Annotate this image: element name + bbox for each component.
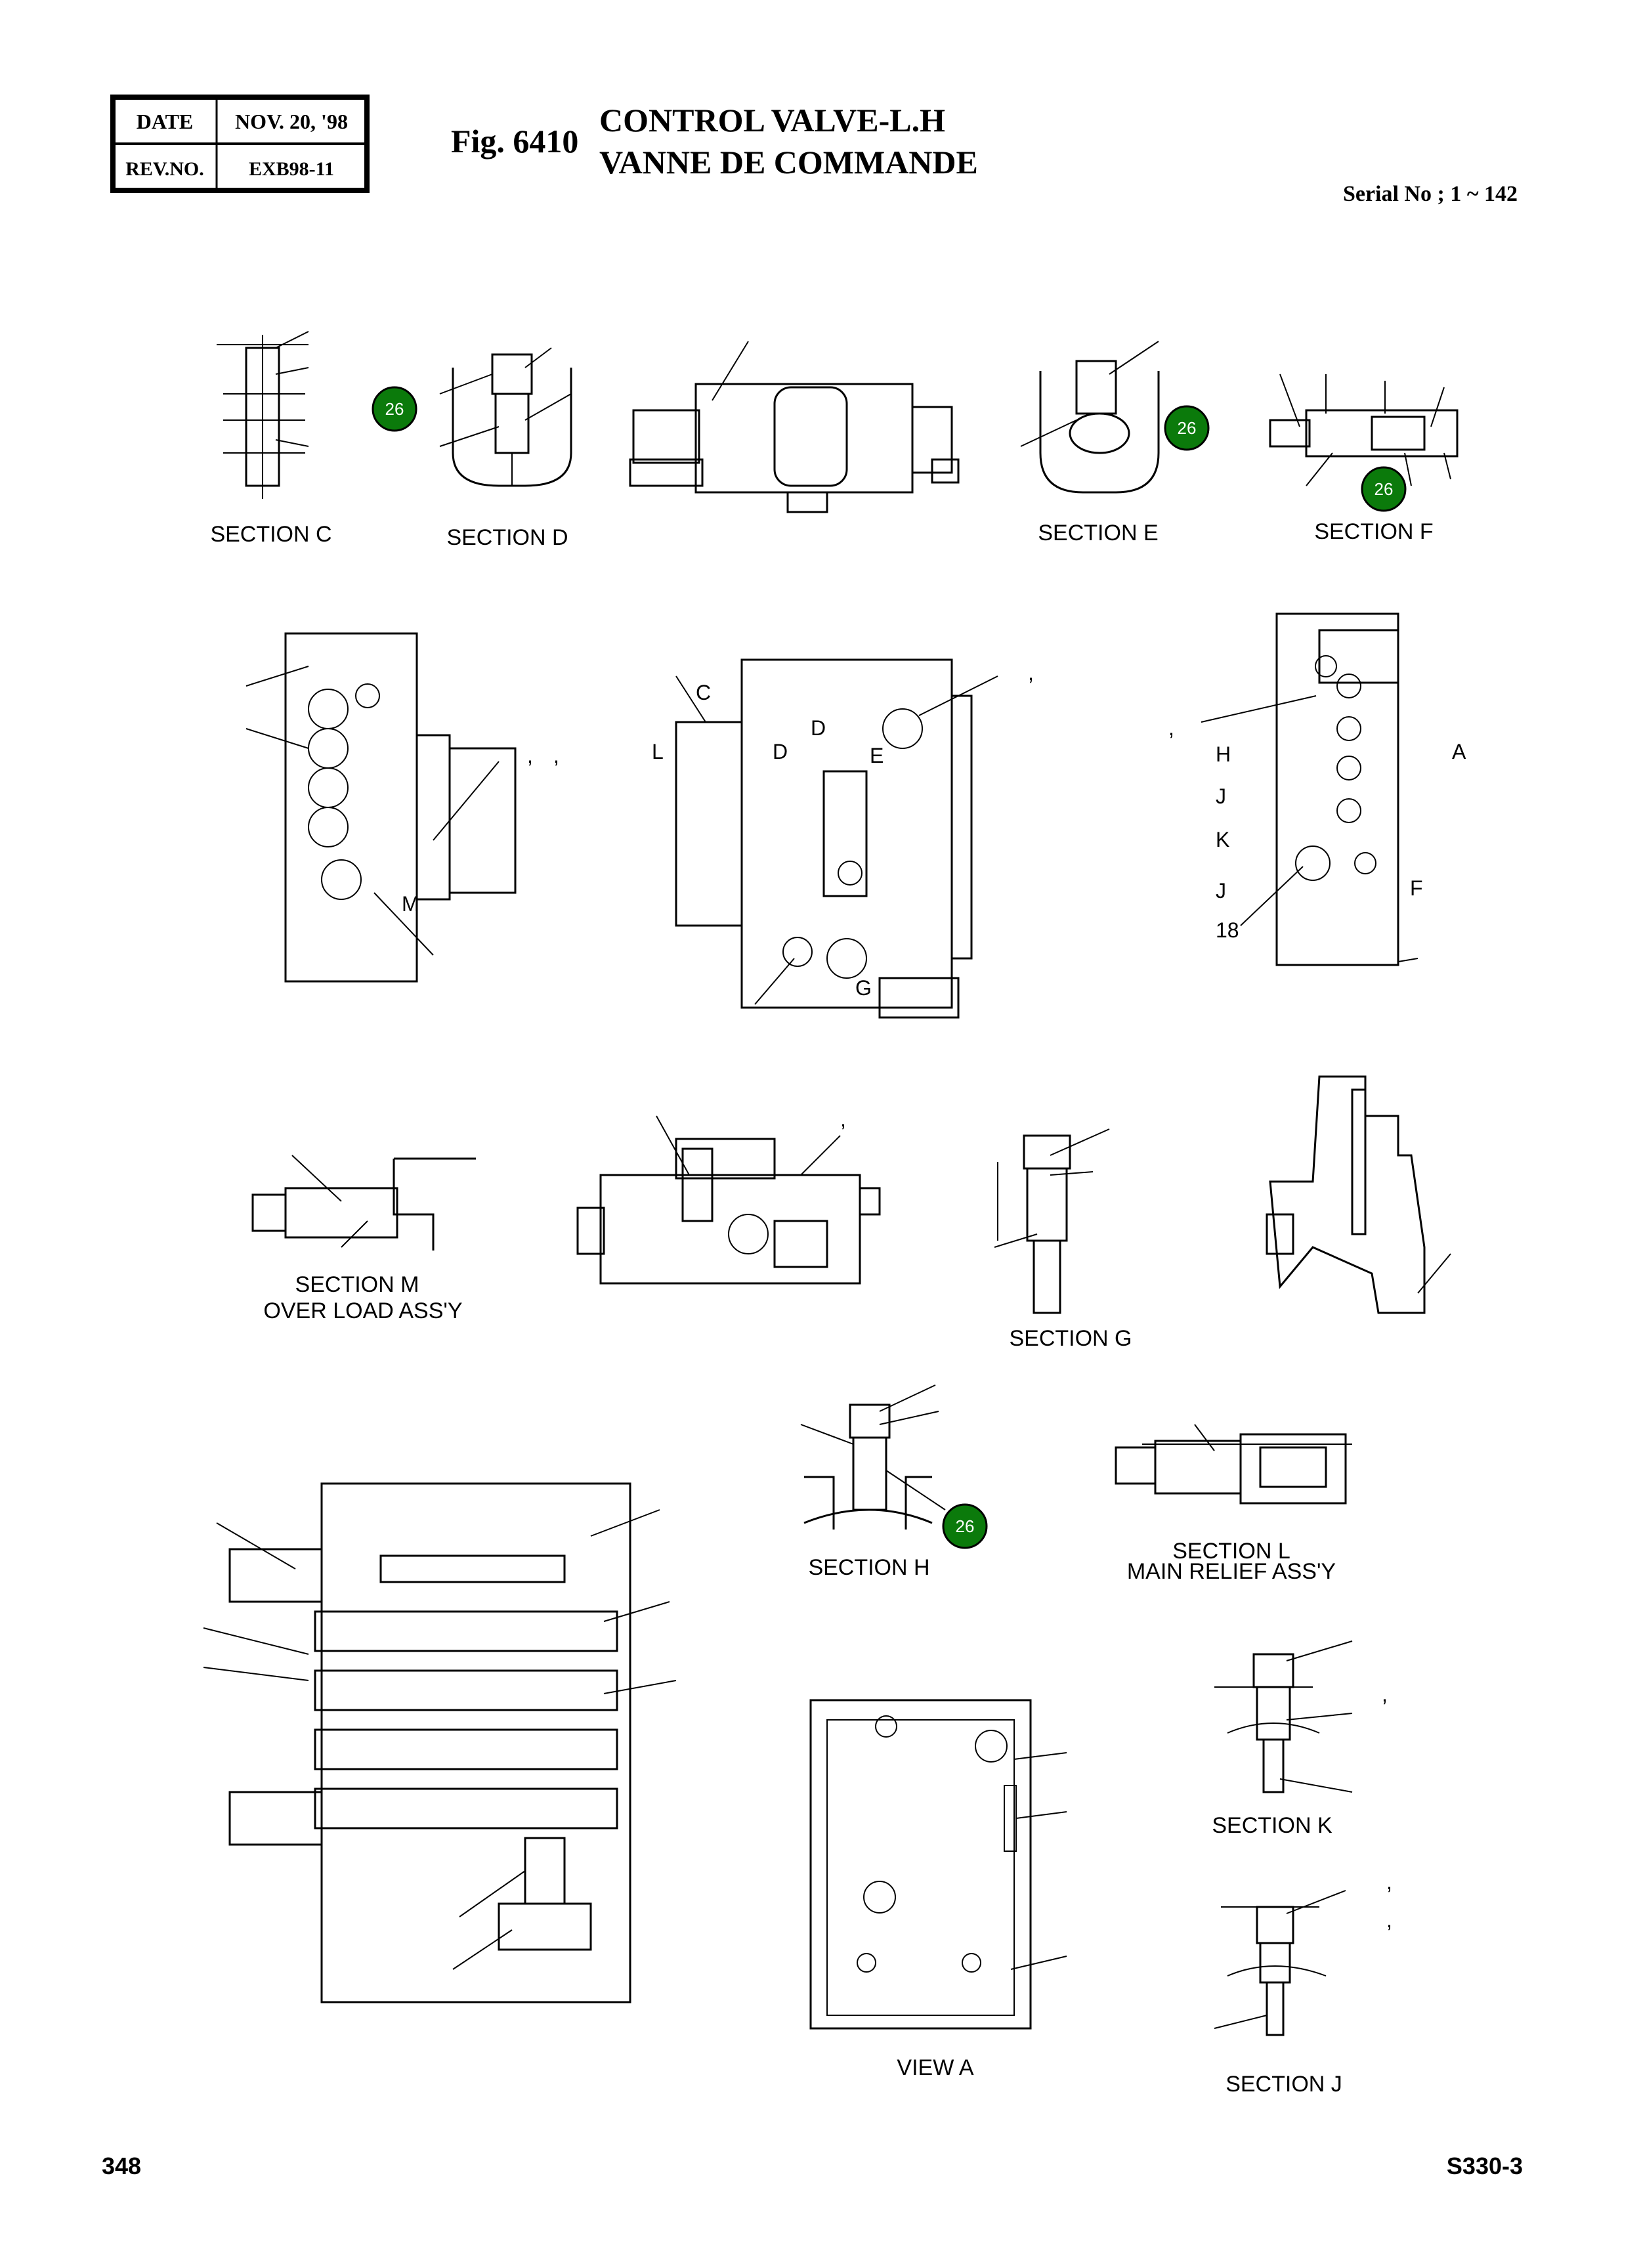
callout-part-18: 18 bbox=[1216, 918, 1239, 942]
svg-text:26: 26 bbox=[956, 1516, 975, 1536]
revision-table: DATE NOV. 20, '98 REV.NO. EXB98-11 bbox=[110, 95, 370, 193]
label-over-load-assy: OVER LOAD ASS'Y bbox=[263, 1298, 462, 1323]
section-g-drawing bbox=[994, 1128, 1110, 1314]
section-h-drawing bbox=[800, 1384, 946, 1530]
callout-c: C bbox=[696, 681, 711, 704]
part-26-badge: 26 bbox=[1361, 466, 1407, 512]
callout-k: K bbox=[1216, 828, 1229, 851]
comma-mark: , bbox=[1028, 661, 1034, 685]
section-d-drawing bbox=[439, 347, 572, 487]
date-value: NOV. 20, '98 bbox=[235, 110, 348, 133]
section-e-drawing bbox=[1020, 341, 1160, 494]
bottom-left-view-drawing bbox=[203, 1482, 677, 2003]
callout-h: H bbox=[1216, 742, 1231, 766]
label-section-m: SECTION M bbox=[295, 1272, 419, 1297]
callout-j: J bbox=[1216, 879, 1226, 903]
comma-mark: , bbox=[553, 744, 559, 767]
part-26-badge: 26 bbox=[1164, 405, 1210, 451]
rev-label: REV.NO. bbox=[125, 158, 203, 180]
svg-text:26: 26 bbox=[1375, 479, 1394, 499]
callout-a: A bbox=[1452, 740, 1466, 763]
comma-mark: , bbox=[840, 1107, 846, 1131]
comma-mark: , bbox=[527, 744, 533, 767]
model-number: S330-3 bbox=[1447, 2152, 1523, 2179]
label-section-f: SECTION F bbox=[1314, 519, 1433, 544]
section-l-drawing bbox=[1115, 1424, 1352, 1505]
callout-d: D bbox=[811, 716, 826, 740]
page-number: 348 bbox=[102, 2152, 141, 2179]
comma-mark: , bbox=[1382, 1682, 1388, 1706]
front-view-drawing bbox=[675, 658, 998, 1019]
part-26-badge: 26 bbox=[942, 1503, 988, 1549]
label-section-h: SECTION H bbox=[808, 1555, 929, 1580]
svg-text:26: 26 bbox=[385, 399, 404, 419]
callout-g: G bbox=[855, 976, 872, 1000]
label-section-g: SECTION G bbox=[1009, 1326, 1132, 1351]
section-j-drawing bbox=[1214, 1890, 1346, 2036]
callout-e: E bbox=[870, 744, 884, 767]
view-a-drawing bbox=[809, 1699, 1067, 2030]
label-view-a: VIEW A bbox=[897, 2055, 973, 2080]
serial-range: Serial No ; 1 ~ 142 bbox=[1343, 182, 1518, 206]
comma-mark: , bbox=[1386, 1870, 1392, 1894]
section-k-drawing bbox=[1214, 1640, 1353, 1793]
middle-view-drawing bbox=[576, 1115, 881, 1285]
label-section-l: SECTION L bbox=[1172, 1539, 1290, 1564]
comma-mark: , bbox=[1168, 716, 1174, 740]
rev-value: EXB98-11 bbox=[249, 158, 334, 180]
label-section-j: SECTION J bbox=[1225, 2072, 1342, 2097]
left-side-view-drawing bbox=[245, 632, 517, 983]
label-main-relief-assy: MAIN RELIEF ASS'Y bbox=[1127, 1559, 1336, 1584]
part-26-badge: 26 bbox=[372, 386, 417, 432]
top-view-drawing bbox=[629, 341, 960, 513]
label-section-k: SECTION K bbox=[1212, 1813, 1332, 1838]
label-section-e: SECTION E bbox=[1038, 521, 1158, 546]
section-c-drawing bbox=[217, 331, 309, 499]
svg-text:26: 26 bbox=[1178, 418, 1197, 438]
callout-l: L bbox=[652, 740, 664, 763]
title-french: VANNE DE COMMANDE bbox=[599, 144, 978, 181]
callout-j: J bbox=[1216, 784, 1226, 808]
right-side-view-drawing bbox=[1201, 612, 1418, 966]
figure-number: Fig. 6410 bbox=[451, 123, 578, 160]
date-label: DATE bbox=[137, 110, 194, 133]
section-f-drawing bbox=[1269, 374, 1459, 486]
label-section-d: SECTION D bbox=[446, 525, 568, 550]
title-english: CONTROL VALVE-L.H bbox=[599, 102, 945, 139]
callout-m: M bbox=[402, 892, 419, 916]
label-section-c: SECTION C bbox=[210, 522, 331, 547]
right-mid-view-drawing bbox=[1266, 1075, 1451, 1314]
callout-d: D bbox=[773, 740, 788, 763]
section-m-drawing bbox=[251, 1155, 476, 1251]
comma-mark: , bbox=[1386, 1908, 1392, 1932]
callout-f: F bbox=[1410, 876, 1423, 900]
section-letter-callouts: C D D E L H J K J A F M G 18 , , , , , ,… bbox=[402, 661, 1466, 1932]
